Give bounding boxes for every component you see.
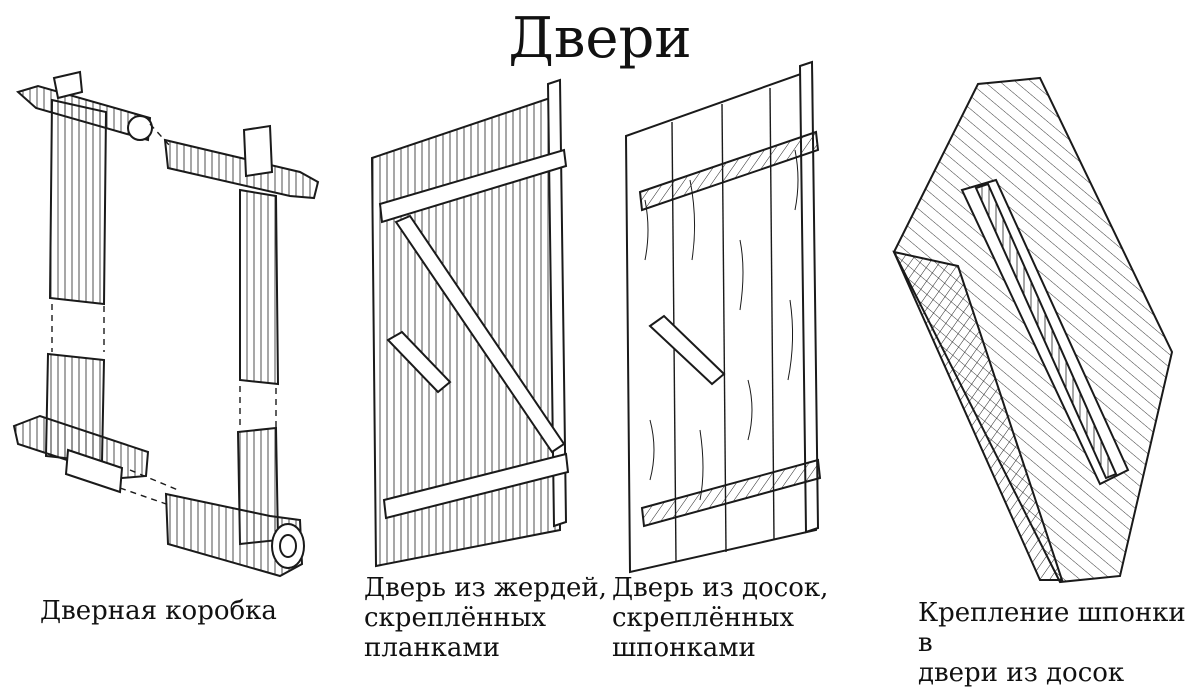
illustrations	[12, 60, 1174, 584]
caption-door-frame: Дверная коробка	[40, 596, 277, 626]
pole-door-figure	[370, 78, 570, 568]
caption-key-mount: Крепление шпонки в двери из досок	[918, 598, 1186, 688]
board-door-figure	[624, 60, 822, 574]
key-mount-figure	[892, 76, 1174, 584]
caption-pole-door: Дверь из жердей, скреплённых планками	[364, 573, 607, 663]
door-frame-figure	[12, 70, 320, 578]
caption-board-door: Дверь из досок, скреплённых шпонками	[612, 573, 829, 663]
page-title: Двери	[508, 6, 692, 71]
